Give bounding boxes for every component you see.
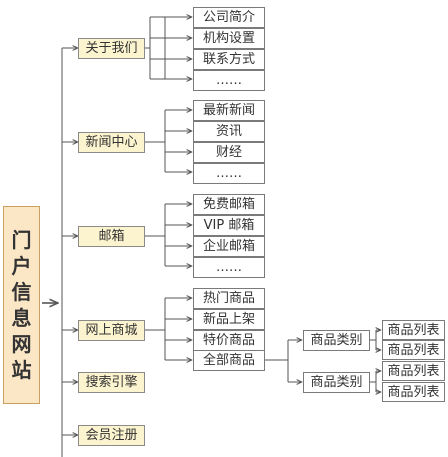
node-mall-child: 新品上架 <box>193 309 265 330</box>
root-char: 息 <box>11 306 32 330</box>
node-mall-child: 热门商品 <box>193 288 265 309</box>
node-news-child: 资讯 <box>193 121 265 142</box>
node-news-child: 最新新闻 <box>193 100 265 121</box>
root-char: 门 <box>11 228 32 252</box>
node-news-child: …… <box>193 163 265 184</box>
category-mail: 邮箱 <box>78 226 145 247</box>
node-about-child: 公司简介 <box>193 7 265 28</box>
root-char: 站 <box>11 358 32 382</box>
node-product-type: 商品类别 <box>303 330 370 351</box>
node-product-list: 商品列表 <box>382 320 445 340</box>
node-product-list: 商品列表 <box>382 361 445 381</box>
node-about-child: …… <box>193 70 265 91</box>
category-news: 新闻中心 <box>78 132 145 153</box>
root-node: 门 户 信 息 网 站 <box>3 206 40 404</box>
node-mall-child: 全部商品 <box>193 350 265 371</box>
node-product-list: 商品列表 <box>382 340 445 360</box>
category-search: 搜索引擎 <box>78 372 145 393</box>
node-mail-child: …… <box>193 257 265 278</box>
node-mail-child: 企业邮箱 <box>193 236 265 257</box>
node-news-child: 财经 <box>193 142 265 163</box>
node-mail-child: VIP 邮箱 <box>193 215 265 236</box>
root-char: 网 <box>11 332 32 356</box>
node-mall-child: 特价商品 <box>193 330 265 351</box>
category-about: 关于我们 <box>78 38 145 59</box>
root-char: 信 <box>11 280 32 304</box>
node-product-type: 商品类别 <box>303 372 370 393</box>
node-about-child: 机构设置 <box>193 28 265 49</box>
root-char: 户 <box>11 254 32 278</box>
node-mail-child: 免费邮箱 <box>193 194 265 215</box>
node-about-child: 联系方式 <box>193 49 265 70</box>
category-mall: 网上商城 <box>78 320 145 341</box>
category-member: 会员注册 <box>78 425 145 446</box>
node-product-list: 商品列表 <box>382 382 445 402</box>
